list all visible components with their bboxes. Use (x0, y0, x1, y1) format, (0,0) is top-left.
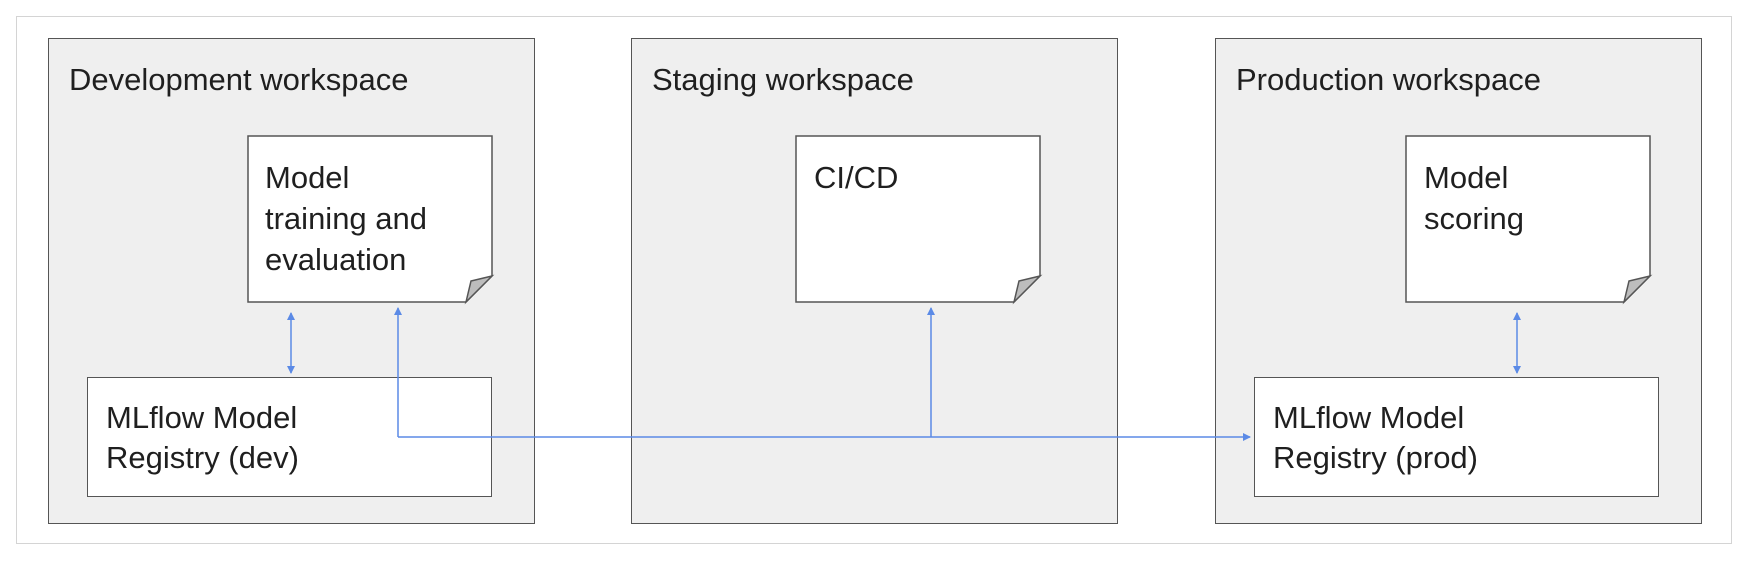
mlflow-registry-prod-label: MLflow Model Registry (prod) (1273, 400, 1478, 475)
mlflow-registry-dev-label: MLflow Model Registry (dev) (106, 400, 299, 475)
prod-notebook-shape (1405, 135, 1653, 305)
diagram-frame (16, 16, 1732, 544)
development-workspace-title: Development workspace (69, 62, 409, 97)
staging-notebook-label: CI/CD (814, 160, 899, 195)
prod-notebook-label: Model scoring (1424, 160, 1524, 236)
mlflow-registry-dev: MLflow Model Registry (dev) (87, 377, 492, 497)
dev-notebook-label: Model training and evaluation (265, 160, 428, 277)
dev-notebook-shape (247, 135, 495, 305)
staging-workspace-title: Staging workspace (652, 62, 914, 97)
mlflow-registry-prod: MLflow Model Registry (prod) (1254, 377, 1659, 497)
staging-notebook-shape (795, 135, 1043, 305)
production-workspace-title: Production workspace (1236, 62, 1541, 97)
